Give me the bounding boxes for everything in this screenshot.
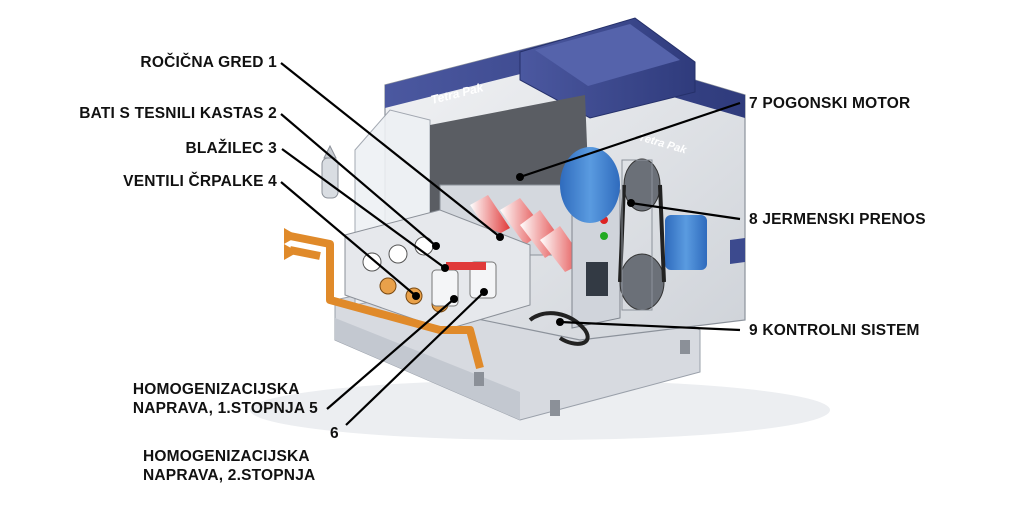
- leader-1: [280, 62, 501, 238]
- dot-4: [412, 292, 420, 300]
- label-drive-motor: 7 POGONSKI MOTOR: [749, 95, 911, 112]
- panel-display: [586, 262, 608, 296]
- belt-guard: [621, 159, 653, 311]
- inlet-pipe: [289, 232, 484, 370]
- control-cables: [528, 311, 590, 346]
- valve-4: [379, 277, 397, 295]
- damper: [321, 157, 339, 199]
- leader-6: [345, 291, 485, 426]
- label-pistons: BATI S TESNILI KASTAS 2: [79, 105, 277, 122]
- dot-5: [450, 295, 458, 303]
- base-front: [335, 318, 520, 420]
- dot-6: [480, 288, 488, 296]
- label-crankshaft: ROČIČNA GRED 1: [140, 54, 277, 71]
- frame-band-right: [730, 238, 745, 264]
- label-pump-valves: VENTILI ČRPALKE 4: [123, 173, 277, 190]
- dot-1: [496, 233, 504, 241]
- dot-2: [432, 242, 440, 250]
- dot-3: [441, 264, 449, 272]
- leader-7: [519, 101, 741, 179]
- foot-3: [680, 340, 690, 354]
- inlet-arrow-2: [284, 244, 298, 260]
- valve-1: [362, 252, 382, 272]
- motor-right: [665, 215, 707, 270]
- leader-lines: [280, 62, 741, 426]
- label-6-line1: HOMOGENIZACIJSKA: [143, 448, 310, 465]
- roof-cover-top: [535, 24, 680, 86]
- label-5-line1: HOMOGENIZACIJSKA: [132, 381, 300, 398]
- valve-2: [388, 244, 408, 264]
- foot-1: [474, 372, 484, 386]
- label-6-line2: NAPRAVA, 2.STOPNJA: [143, 467, 316, 484]
- indicator-green: [600, 232, 608, 240]
- leader-4: [280, 181, 417, 297]
- label-6-number: 6: [330, 425, 339, 442]
- pulley-bottom: [619, 253, 665, 311]
- label-homogenizer-stage-2: HOMOGENIZACIJSKA NAPRAVA, 2.STOPNJA: [143, 447, 315, 485]
- drive-motor: [560, 147, 620, 223]
- label-damper: BLAŽILEC 3: [185, 140, 277, 157]
- homogenizer-red-ring: [446, 262, 486, 270]
- piston-red-4: [470, 195, 510, 238]
- leader-8: [630, 201, 741, 221]
- dot-8: [627, 199, 635, 207]
- label-homogenizer-stage-1: HOMOGENIZACIJSKA NAPRAVA, 1.STOPNJA 5: [133, 380, 318, 418]
- leader-9: [559, 320, 741, 332]
- dot-7: [516, 173, 524, 181]
- label-5-line2: NAPRAVA, 1.STOPNJA 5: [132, 400, 318, 417]
- dot-9: [556, 318, 564, 326]
- foot-2: [550, 400, 560, 416]
- leader-5: [326, 298, 455, 410]
- leader-3: [281, 148, 446, 269]
- inlet-arrow-1: [284, 228, 298, 244]
- leader-dots: [412, 173, 635, 326]
- label-control-system: 9 KONTROLNI SISTEM: [749, 322, 920, 339]
- leader-2: [280, 113, 437, 247]
- label-belt-drive: 8 JERMENSKI PRENOS: [749, 211, 926, 228]
